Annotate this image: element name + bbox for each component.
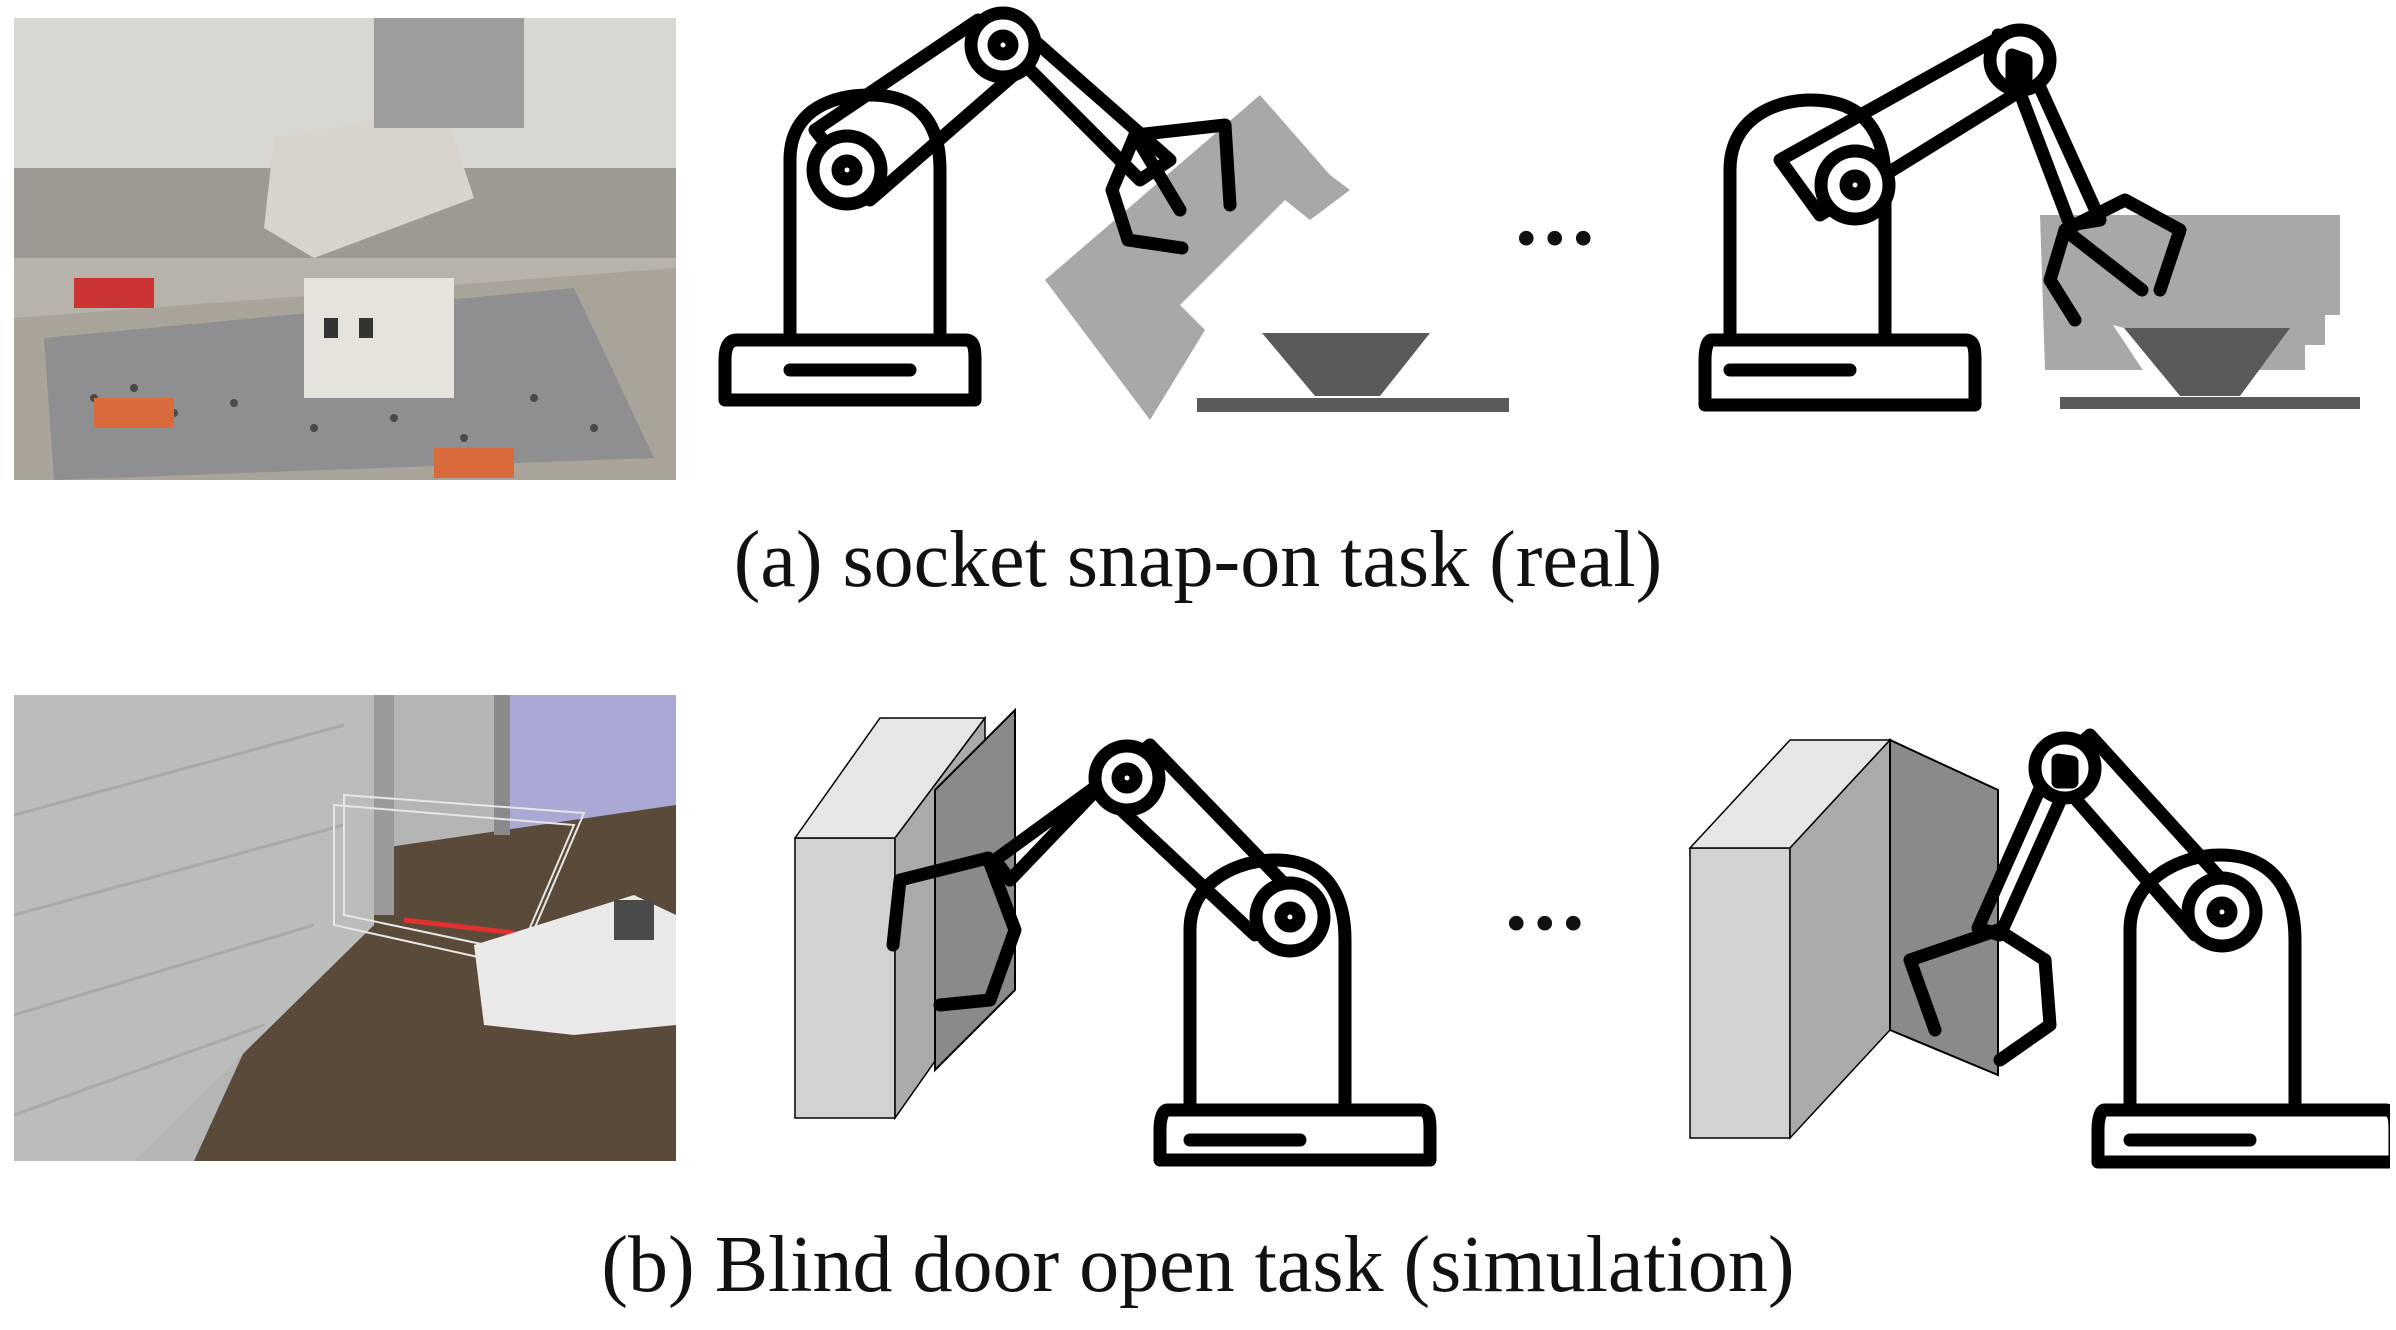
caption-b: (b) Blind door open task (simulation) bbox=[601, 1221, 1795, 1309]
robot-arm-icon bbox=[886, 738, 1437, 1167]
render-blind-door-simulation bbox=[14, 695, 676, 1161]
photo-socket-snap-on-real bbox=[14, 18, 676, 480]
socket-base-icon bbox=[2060, 325, 2360, 409]
diagram-b-end-state bbox=[1680, 700, 2390, 1170]
robot-arm-icon bbox=[1698, 23, 2187, 412]
ellipsis-b: ... bbox=[1505, 850, 1591, 949]
socket-base-icon bbox=[1197, 333, 1509, 412]
socket-block-icon bbox=[1045, 95, 1350, 420]
diagram-b-start-state bbox=[780, 700, 1440, 1170]
wall-block-icon bbox=[1688, 738, 1892, 1140]
diagram-a-end-state bbox=[1690, 0, 2380, 430]
robot-arm-icon bbox=[718, 6, 1237, 407]
robot-arm-icon bbox=[1903, 728, 2390, 1169]
ellipsis-a: ... bbox=[1515, 165, 1601, 264]
caption-a: (a) socket snap-on task (real) bbox=[733, 516, 1663, 604]
diagram-a-start-state bbox=[710, 0, 1530, 430]
